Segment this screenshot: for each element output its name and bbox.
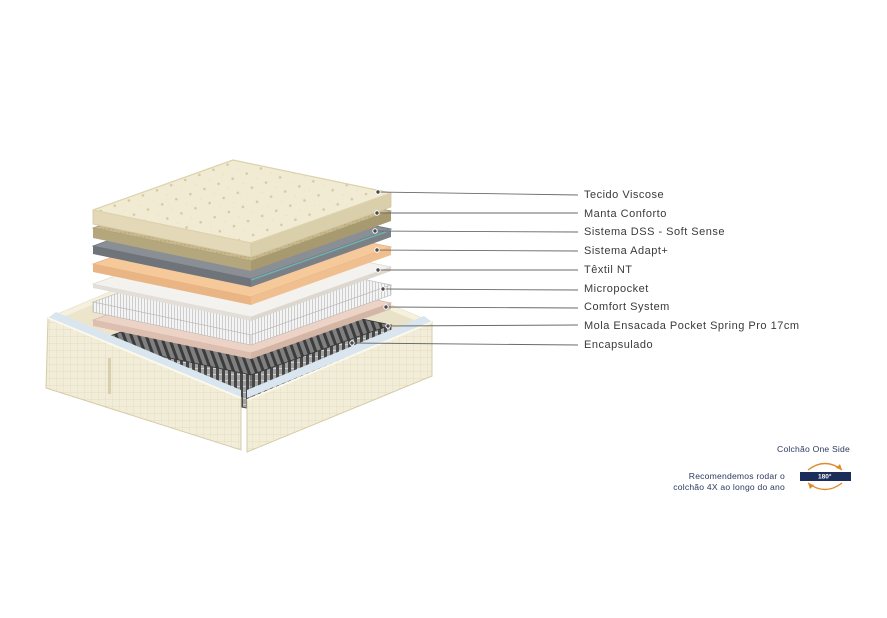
encapsulado-inner-liner-left — [48, 312, 241, 398]
textil-left-face — [93, 284, 251, 321]
comfort-left-face — [93, 320, 251, 359]
label-comfort-system: Comfort System — [584, 301, 670, 313]
comfort-right-face — [251, 303, 391, 359]
label-mola-ensacada: Mola Ensacada Pocket Spring Pro 17cm — [584, 320, 800, 332]
leader-line-sistema-dss — [374, 230, 579, 233]
textil-right-face — [251, 267, 391, 321]
leader-line-sistema-adapt — [376, 249, 579, 252]
leader-dot-tecido-viscose — [375, 189, 381, 195]
encapsulado-left-wall-rim — [47, 317, 242, 399]
encapsulado-front-walls — [45, 312, 433, 453]
leader-line-tecido-viscose — [377, 191, 579, 196]
rotation-note: Colchão One Side Recomendemos rodar o co… — [673, 444, 851, 492]
layer-tecido-viscose — [92, 159, 392, 258]
label-sistema-adapt: Sistema Adapt+ — [584, 245, 668, 257]
manta-right-face — [251, 211, 391, 271]
rotate-arrowhead-bottom-icon — [808, 483, 814, 489]
dss-teal-edge — [250, 229, 392, 281]
leader-dot-manta-conforto — [374, 210, 380, 216]
leader-line-micropocket — [382, 288, 579, 291]
leader-dot-comfort-system — [383, 304, 389, 310]
adapt-right-face — [251, 247, 391, 305]
manta-left-face — [93, 228, 251, 271]
leader-dot-sistema-dss — [372, 228, 378, 234]
rotate-arrow-top-icon — [807, 462, 843, 471]
leader-dot-encapsulado — [349, 340, 355, 346]
micropocket-right-face — [250, 284, 392, 346]
leader-dot-micropocket — [380, 286, 386, 292]
leader-line-encapsulado — [351, 342, 579, 346]
leader-line-comfort-system — [385, 306, 579, 309]
leader-dot-sistema-adapt — [374, 247, 380, 253]
rotation-badge-text: 180° — [818, 473, 832, 481]
rotation-line-2: colchão 4X ao longo do ano — [673, 482, 785, 492]
rotation-title: Colchão One Side — [777, 444, 850, 454]
label-textil-nt: Têxtil NT — [584, 264, 633, 276]
rotation-badge — [800, 472, 851, 481]
dss-left-face — [93, 246, 251, 287]
encapsulado-right-wall-rim — [246, 321, 433, 401]
label-manta-conforto: Manta Conforto — [584, 208, 667, 220]
rotate-arrow-bottom-icon — [807, 482, 843, 491]
leader-dot-textil-nt — [375, 267, 381, 273]
encapsulado-logo-band — [108, 358, 111, 394]
label-sistema-dss: Sistema DSS - Soft Sense — [584, 226, 725, 238]
leader-lines — [349, 189, 579, 346]
rotation-line-1: Recomendemos rodar o — [689, 471, 785, 481]
label-tecido-viscose: Tecido Viscose — [584, 189, 664, 201]
adapt-left-face — [93, 264, 251, 305]
leader-line-mola-ensacada — [387, 324, 579, 327]
dss-right-face — [251, 229, 391, 287]
encapsulado-inner-liner-right — [247, 316, 432, 398]
rotate-arrowhead-top-icon — [836, 464, 842, 470]
tecido-top-face — [92, 159, 392, 244]
label-micropocket: Micropocket — [584, 283, 649, 295]
label-encapsulado: Encapsulado — [584, 339, 653, 351]
leader-dot-mola-ensacada — [385, 323, 391, 329]
layer-labels: Tecido Viscose Manta Conforto Sistema DS… — [584, 189, 800, 351]
